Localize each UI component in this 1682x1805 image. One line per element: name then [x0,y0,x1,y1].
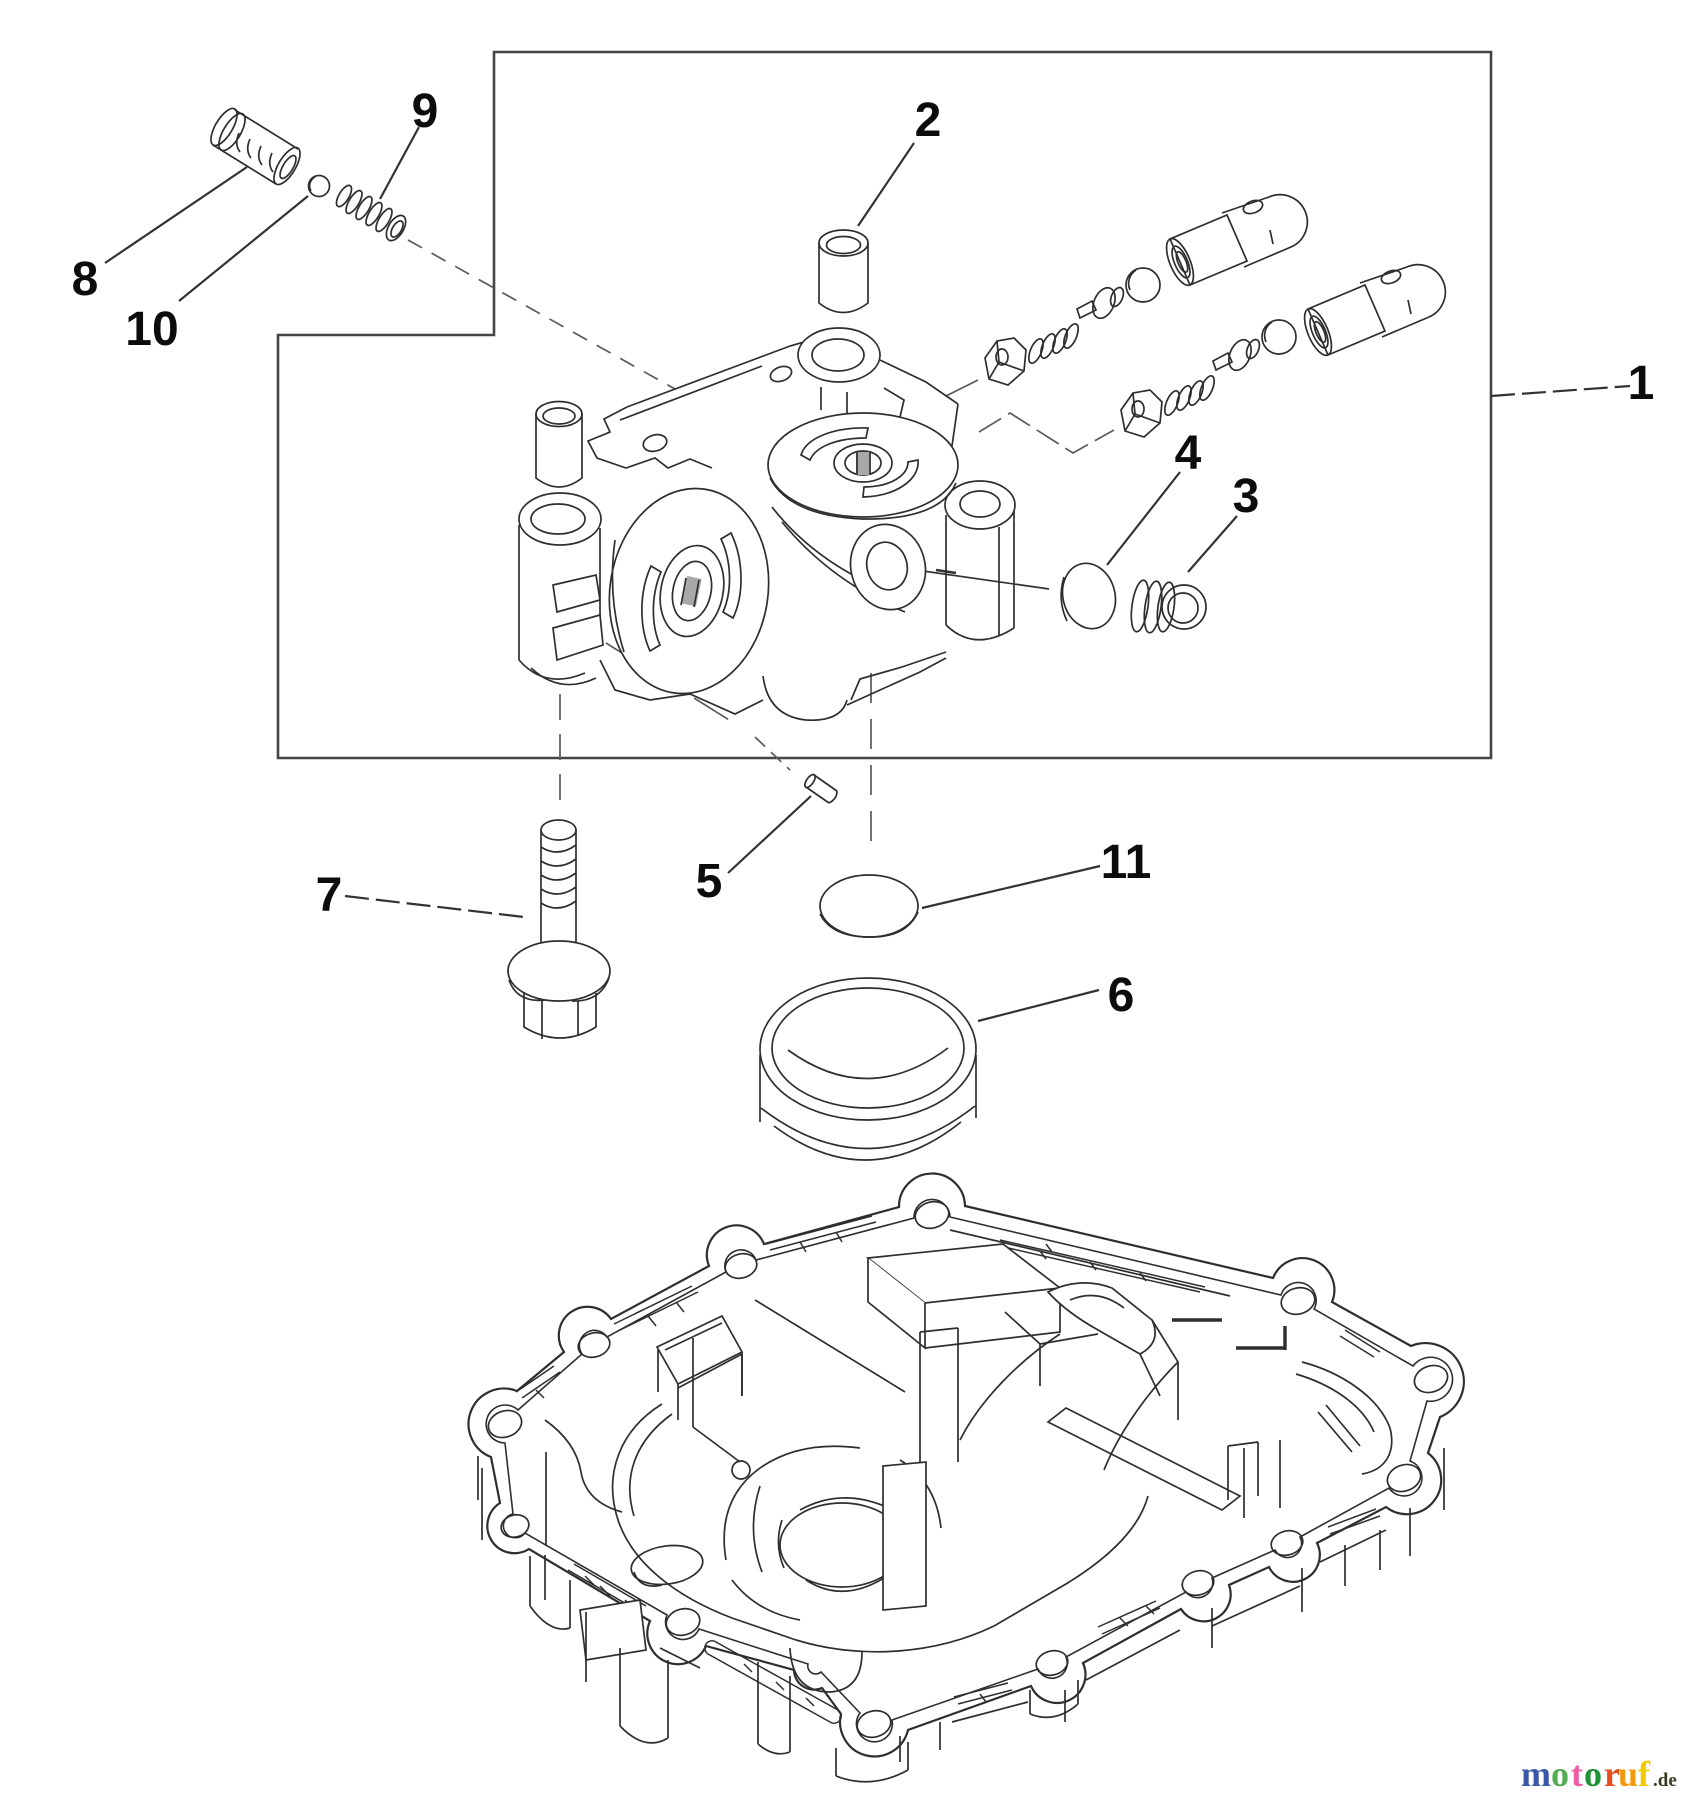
svg-text:o: o [1551,1754,1569,1794]
svg-text:3: 3 [1233,470,1260,523]
svg-text:1: 1 [1628,357,1655,410]
svg-text:.de: .de [1653,1770,1677,1791]
svg-text:6: 6 [1108,969,1135,1022]
svg-text:t: t [1571,1754,1583,1794]
svg-text:m: m [1521,1754,1551,1794]
svg-text:10: 10 [125,303,178,356]
svg-text:u: u [1618,1754,1638,1794]
svg-text:9: 9 [412,85,439,138]
svg-text:o: o [1584,1754,1602,1794]
svg-text:f: f [1638,1754,1651,1794]
svg-text:2: 2 [915,94,942,147]
svg-text:8: 8 [72,253,99,306]
svg-text:11: 11 [1101,836,1152,889]
svg-text:r: r [1604,1754,1620,1794]
svg-text:4: 4 [1175,427,1202,480]
svg-text:5: 5 [696,855,723,908]
svg-text:7: 7 [316,869,343,922]
